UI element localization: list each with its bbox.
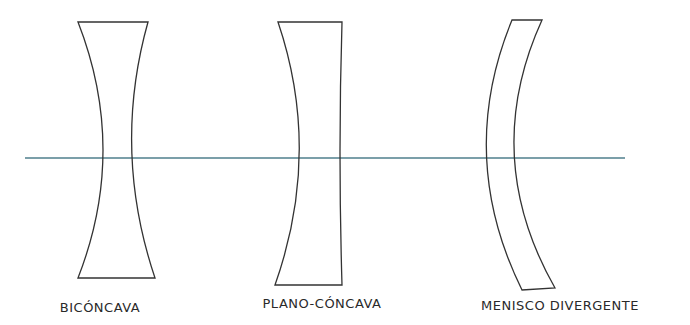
- biconcave-lens: [78, 22, 155, 278]
- optical-axis: [25, 157, 625, 159]
- lens-name: BICÓNCAVA: [60, 300, 140, 315]
- plano-concave-lens: [275, 22, 342, 285]
- lens-name: MENISCO DIVERGENTE: [481, 298, 639, 313]
- diverging-meniscus-lens: [486, 20, 555, 290]
- lens-name: PLANO-CÓNCAVA: [263, 296, 382, 311]
